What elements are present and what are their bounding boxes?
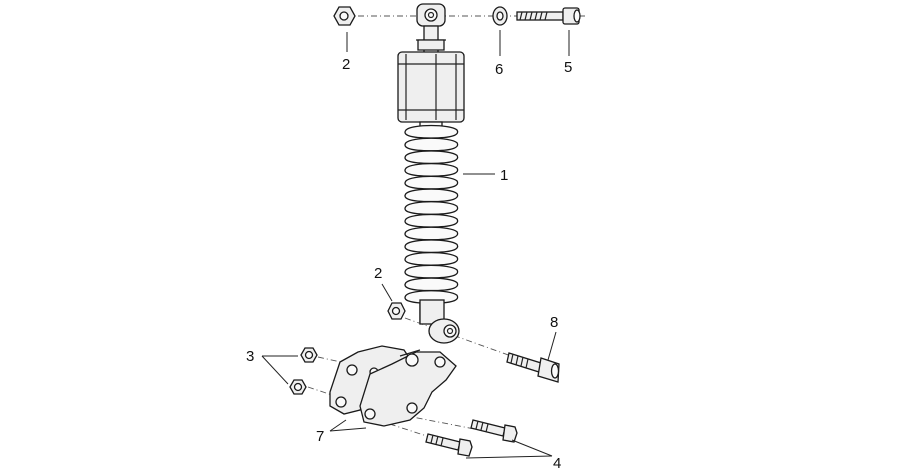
- leader-lines: [261, 30, 570, 459]
- spring-coil-turn: [404, 264, 459, 279]
- spring-coil-turn: [404, 124, 459, 139]
- spring-coil-turn: [404, 251, 459, 266]
- callout-nut-top: 2: [342, 56, 350, 73]
- lower-nut: [387, 302, 406, 320]
- spring-coil-turn: [404, 137, 459, 152]
- callout-nut-bottom: 2: [374, 265, 382, 282]
- top-washer: [492, 6, 508, 26]
- callout-bolt-bracket: 4: [553, 455, 561, 471]
- spring-coil-turn: [404, 162, 459, 177]
- spring-coil-turn: [404, 239, 459, 254]
- callout-bolt-top: 5: [564, 59, 572, 76]
- spring-coil-turn: [404, 226, 459, 241]
- shock-absorber: [397, 3, 465, 344]
- callout-labels: 1 2 6 5 2 8 3 7 4: [246, 56, 572, 471]
- callout-bracket: 7: [316, 428, 324, 445]
- top-bolt: [516, 7, 581, 25]
- spring-coil-turn: [404, 277, 459, 292]
- callout-bolt-bottom: 8: [550, 314, 558, 331]
- spring-coil-turn: [404, 150, 459, 165]
- coil-spring: [404, 124, 459, 304]
- callout-shock-absorber: 1: [500, 167, 508, 184]
- spring-coil-turn: [404, 188, 459, 203]
- bracket-bolts: [425, 419, 518, 457]
- spring-coil-turn: [404, 213, 459, 228]
- bracket-washers: [289, 347, 318, 395]
- spring-coil-turn: [404, 201, 459, 215]
- callout-washer-top: 6: [495, 61, 503, 78]
- top-nut: [333, 6, 356, 26]
- bracket: [329, 345, 457, 427]
- spring-coil-turn: [404, 175, 459, 190]
- lower-bolt: [506, 352, 560, 383]
- callout-washer-bracket: 3: [246, 348, 254, 365]
